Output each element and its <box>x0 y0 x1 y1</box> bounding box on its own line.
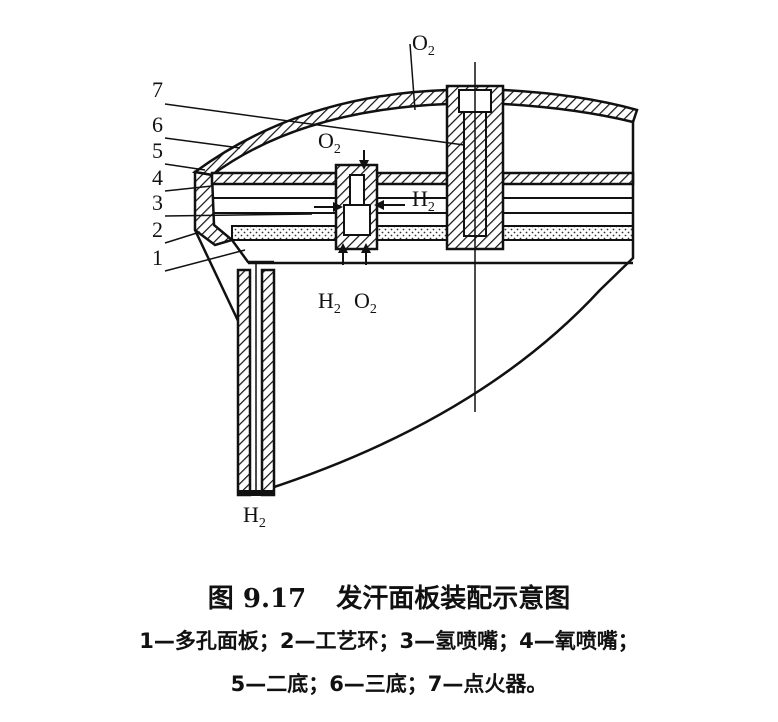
o2-bottom-label: O2 <box>354 288 377 317</box>
leader-line-6 <box>164 137 241 149</box>
second-bottom-plate-left <box>210 171 338 186</box>
figure-caption-title: 图 9.17 发汗面板装配示意图 <box>0 578 778 615</box>
h2-pipe-label: H2 <box>243 502 266 531</box>
part-number-2: 2 <box>152 217 163 242</box>
figure-number: 图 9.17 <box>207 584 307 614</box>
legend-line-1: 1—多孔面板；2—工艺环；3—氢喷嘴；4—氧喷嘴； <box>139 629 639 653</box>
arrow-head <box>338 243 348 253</box>
hydrogen-pipe-right-wall <box>260 268 276 497</box>
part-number-1: 1 <box>152 245 163 270</box>
arrow-head <box>374 200 384 210</box>
o2-top-label: O2 <box>412 30 435 59</box>
leader-line-1 <box>164 249 246 272</box>
leader-line-3 <box>164 213 313 217</box>
arrow-head <box>361 243 371 253</box>
arrow-head <box>359 160 369 170</box>
h2-bottom-label: H2 <box>318 288 341 317</box>
second-bottom-plate-right <box>501 171 635 186</box>
o2-inlet-label: O2 <box>318 128 341 157</box>
third-bottom-dome-right <box>501 88 639 124</box>
leader-line-2 <box>164 231 201 244</box>
chamber-wall-left <box>193 229 242 326</box>
part-number-5: 5 <box>152 138 163 163</box>
leader-line-4 <box>164 185 213 192</box>
h2-right-label: H2 <box>412 186 435 215</box>
part-number-7: 7 <box>152 77 163 102</box>
part-number-4: 4 <box>152 165 163 190</box>
leader-line-7 <box>164 103 465 146</box>
second-bottom-plate-mid <box>375 171 449 186</box>
porous-face-plate-left <box>231 225 337 241</box>
part-number-6: 6 <box>152 112 163 137</box>
arrow-head <box>333 202 343 212</box>
legend-line-2: 5—二底；6—三底；7—点火器。 <box>230 672 548 696</box>
chamber-wall-right <box>264 122 635 492</box>
hydrogen-pipe-left-wall <box>236 268 252 497</box>
o2-top-pointer <box>409 43 416 111</box>
pipe-connection <box>230 239 274 264</box>
porous-face-plate-mid <box>376 225 448 241</box>
figure-title: 发汗面板装配示意图 <box>336 584 571 614</box>
leader-line-5 <box>164 163 206 171</box>
assembly-diagram: O2 O2 H2 H2 O2 H2 7 6 5 4 3 2 1 <box>152 30 639 531</box>
hydrogen-nozzle <box>343 204 371 236</box>
hydrogen-pipe-bottom <box>238 490 274 496</box>
porous-face-plate-right <box>502 225 634 241</box>
part-number-3: 3 <box>152 190 163 215</box>
